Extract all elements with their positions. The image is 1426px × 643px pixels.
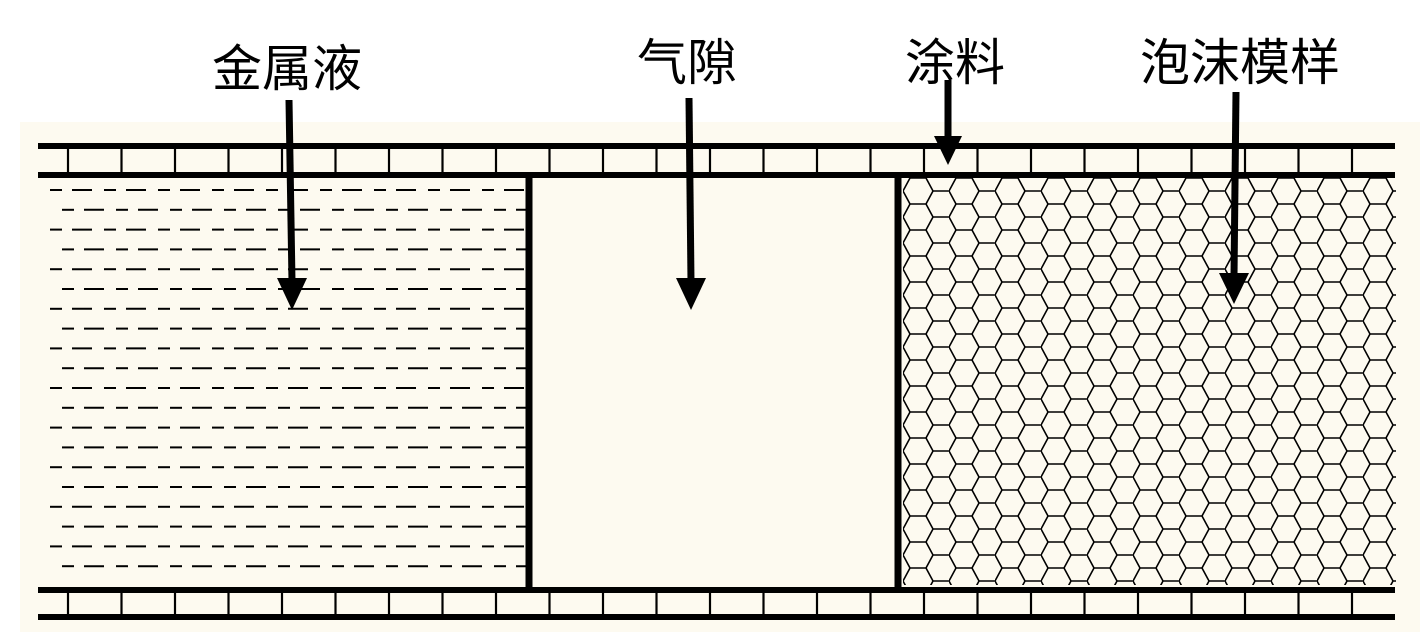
bottom-coating-layer <box>38 587 1395 620</box>
label-coating: 涂料 <box>905 34 1005 92</box>
arrow-coating <box>934 80 962 165</box>
arrow-air-gap <box>676 97 706 310</box>
label-metal-liquid: 金属液 <box>212 40 362 98</box>
top-coating-layer <box>38 143 1395 178</box>
foam-pattern-region <box>903 178 1396 585</box>
metal-liquid-region <box>50 189 527 568</box>
label-foam-pattern: 泡沫模样 <box>1140 34 1340 92</box>
label-air-gap: 气隙 <box>637 34 737 92</box>
arrow-foam-pattern <box>1219 91 1249 304</box>
arrow-metal-liquid <box>277 99 307 310</box>
